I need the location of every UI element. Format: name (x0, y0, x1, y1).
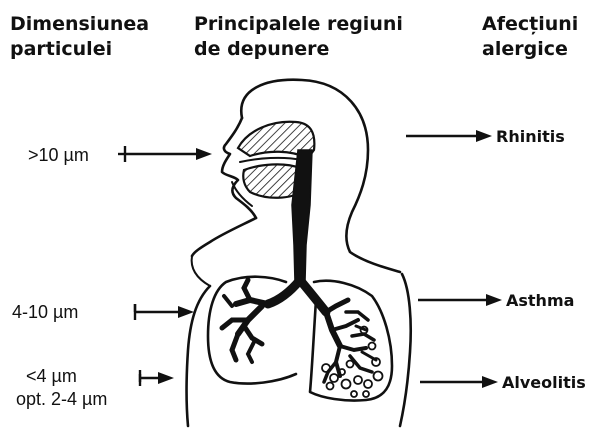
left-main-bronchus (268, 280, 300, 304)
particle-size-arrows (118, 146, 212, 386)
particle-size-medium: 4-10 µm (12, 302, 78, 322)
torso-right-outline (400, 274, 411, 426)
header-allergic-conditions-line2: alergice (482, 38, 568, 60)
left-bronchial-tree (222, 280, 268, 362)
header-deposition-regions-line1: Principalele regiuni (194, 13, 403, 35)
torso-outline (187, 286, 211, 426)
shoulder-line-left (192, 256, 210, 286)
header-allergic-conditions-line1: Afecțiuni (482, 13, 578, 35)
header-particle-size-line2: particulei (10, 38, 112, 60)
condition-alveolitis: Alveolitis (502, 373, 586, 392)
right-main-bronchus (300, 280, 326, 312)
header-deposition-regions-line2: de depunere (194, 38, 329, 60)
palate-line (240, 158, 302, 162)
condition-asthma: Asthma (506, 291, 574, 310)
right-bronchial-tree (324, 300, 376, 382)
particle-size-small-optimal: opt. 2-4 µm (16, 389, 107, 409)
particle-size-large: >10 µm (28, 145, 89, 165)
condition-arrows (406, 130, 502, 388)
condition-rhinitis: Rhinitis (496, 127, 565, 146)
particle-size-small: <4 µm (26, 366, 77, 386)
neck-front-outline (192, 218, 256, 256)
header-particle-size-line1: Dimensiunea (10, 13, 149, 35)
